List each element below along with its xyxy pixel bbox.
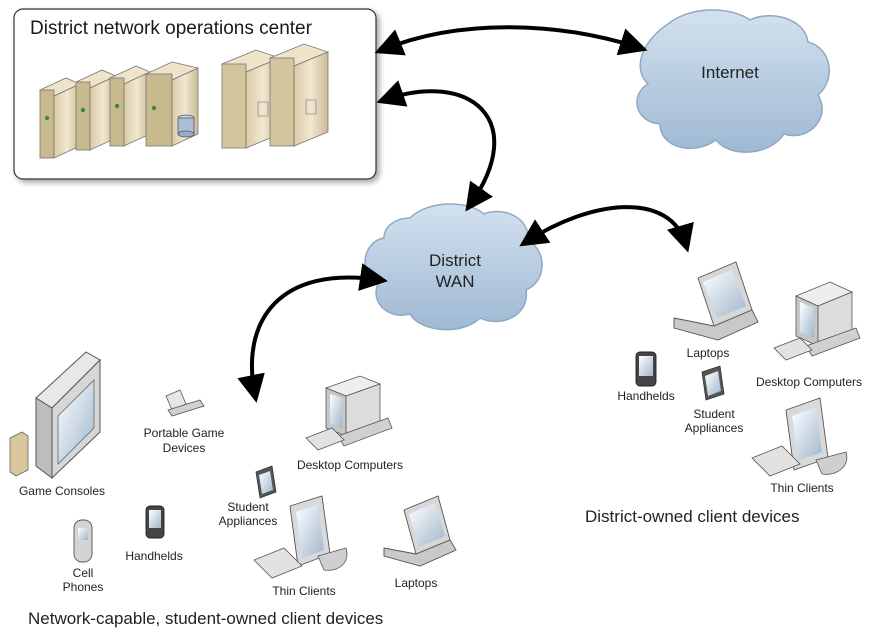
game-console-icon — [9, 351, 101, 480]
noc-panel — [13, 8, 377, 180]
district-laptops-label: Laptops — [686, 346, 730, 360]
internet-cloud — [636, 9, 830, 153]
district-appliance-label-line1: Student — [693, 407, 735, 421]
cell-phone-icon — [73, 519, 93, 563]
desktop-computer-icon — [305, 375, 393, 451]
student-appliance-label-line2: Appliances — [218, 514, 278, 528]
cell-phones-label-line1: Cell — [72, 566, 94, 580]
district-thin-client-icon — [751, 397, 848, 477]
thin-client-icon — [253, 495, 348, 579]
noc-internet-arrow — [374, 25, 648, 56]
wan-label-line2: WAN — [435, 272, 475, 291]
internet-label: Internet — [701, 63, 759, 82]
district-desktop-icon — [773, 281, 861, 361]
laptop-icon — [383, 495, 457, 567]
district-laptop-icon — [673, 261, 759, 341]
portable-game-label-line1: Portable Game — [143, 426, 225, 440]
student-thin-clients-label: Thin Clients — [272, 584, 336, 598]
district-devices-caption: District-owned client devices — [585, 507, 800, 526]
district-appliance-icon — [701, 365, 725, 401]
district-wan-cloud — [364, 203, 543, 331]
student-laptops-label: Laptops — [394, 576, 438, 590]
handheld-icon — [145, 505, 165, 539]
student-appliance-icon — [255, 465, 277, 499]
wan-label-line1: District — [429, 251, 481, 270]
cell-phones-label-line2: Phones — [62, 580, 104, 594]
student-desktop-label: Desktop Computers — [296, 458, 404, 472]
server-rack-icon — [39, 43, 330, 159]
noc-wan-arrow — [376, 80, 497, 212]
student-handhelds-label: Handhelds — [125, 549, 183, 563]
student-devices-caption: Network-capable, student-owned client de… — [28, 609, 384, 628]
game-consoles-label: Game Consoles — [18, 484, 106, 498]
wan-student-devices-arrow — [237, 263, 388, 403]
portable-game-label-line2: Devices — [162, 441, 206, 455]
district-handhelds-label: Handhelds — [617, 389, 675, 403]
district-desktop-label: Desktop Computers — [755, 375, 863, 389]
district-handheld-icon — [635, 351, 657, 387]
student-appliance-label-line1: Student — [227, 500, 269, 514]
wan-district-devices-arrow — [519, 205, 694, 253]
district-thin-clients-label: Thin Clients — [770, 481, 834, 495]
portable-game-icon — [165, 389, 205, 417]
district-appliance-label-line2: Appliances — [684, 421, 744, 435]
connection-arrows — [237, 25, 694, 403]
noc-title: District network operations center — [30, 18, 312, 39]
